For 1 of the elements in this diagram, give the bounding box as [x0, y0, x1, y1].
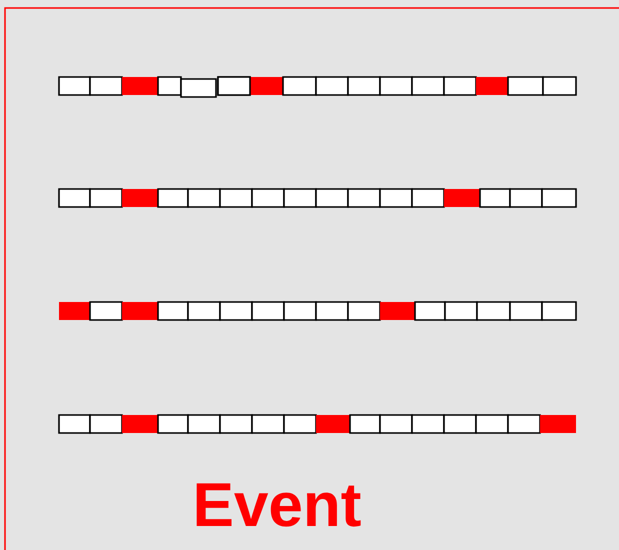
- event-label: Event: [196, 483, 361, 527]
